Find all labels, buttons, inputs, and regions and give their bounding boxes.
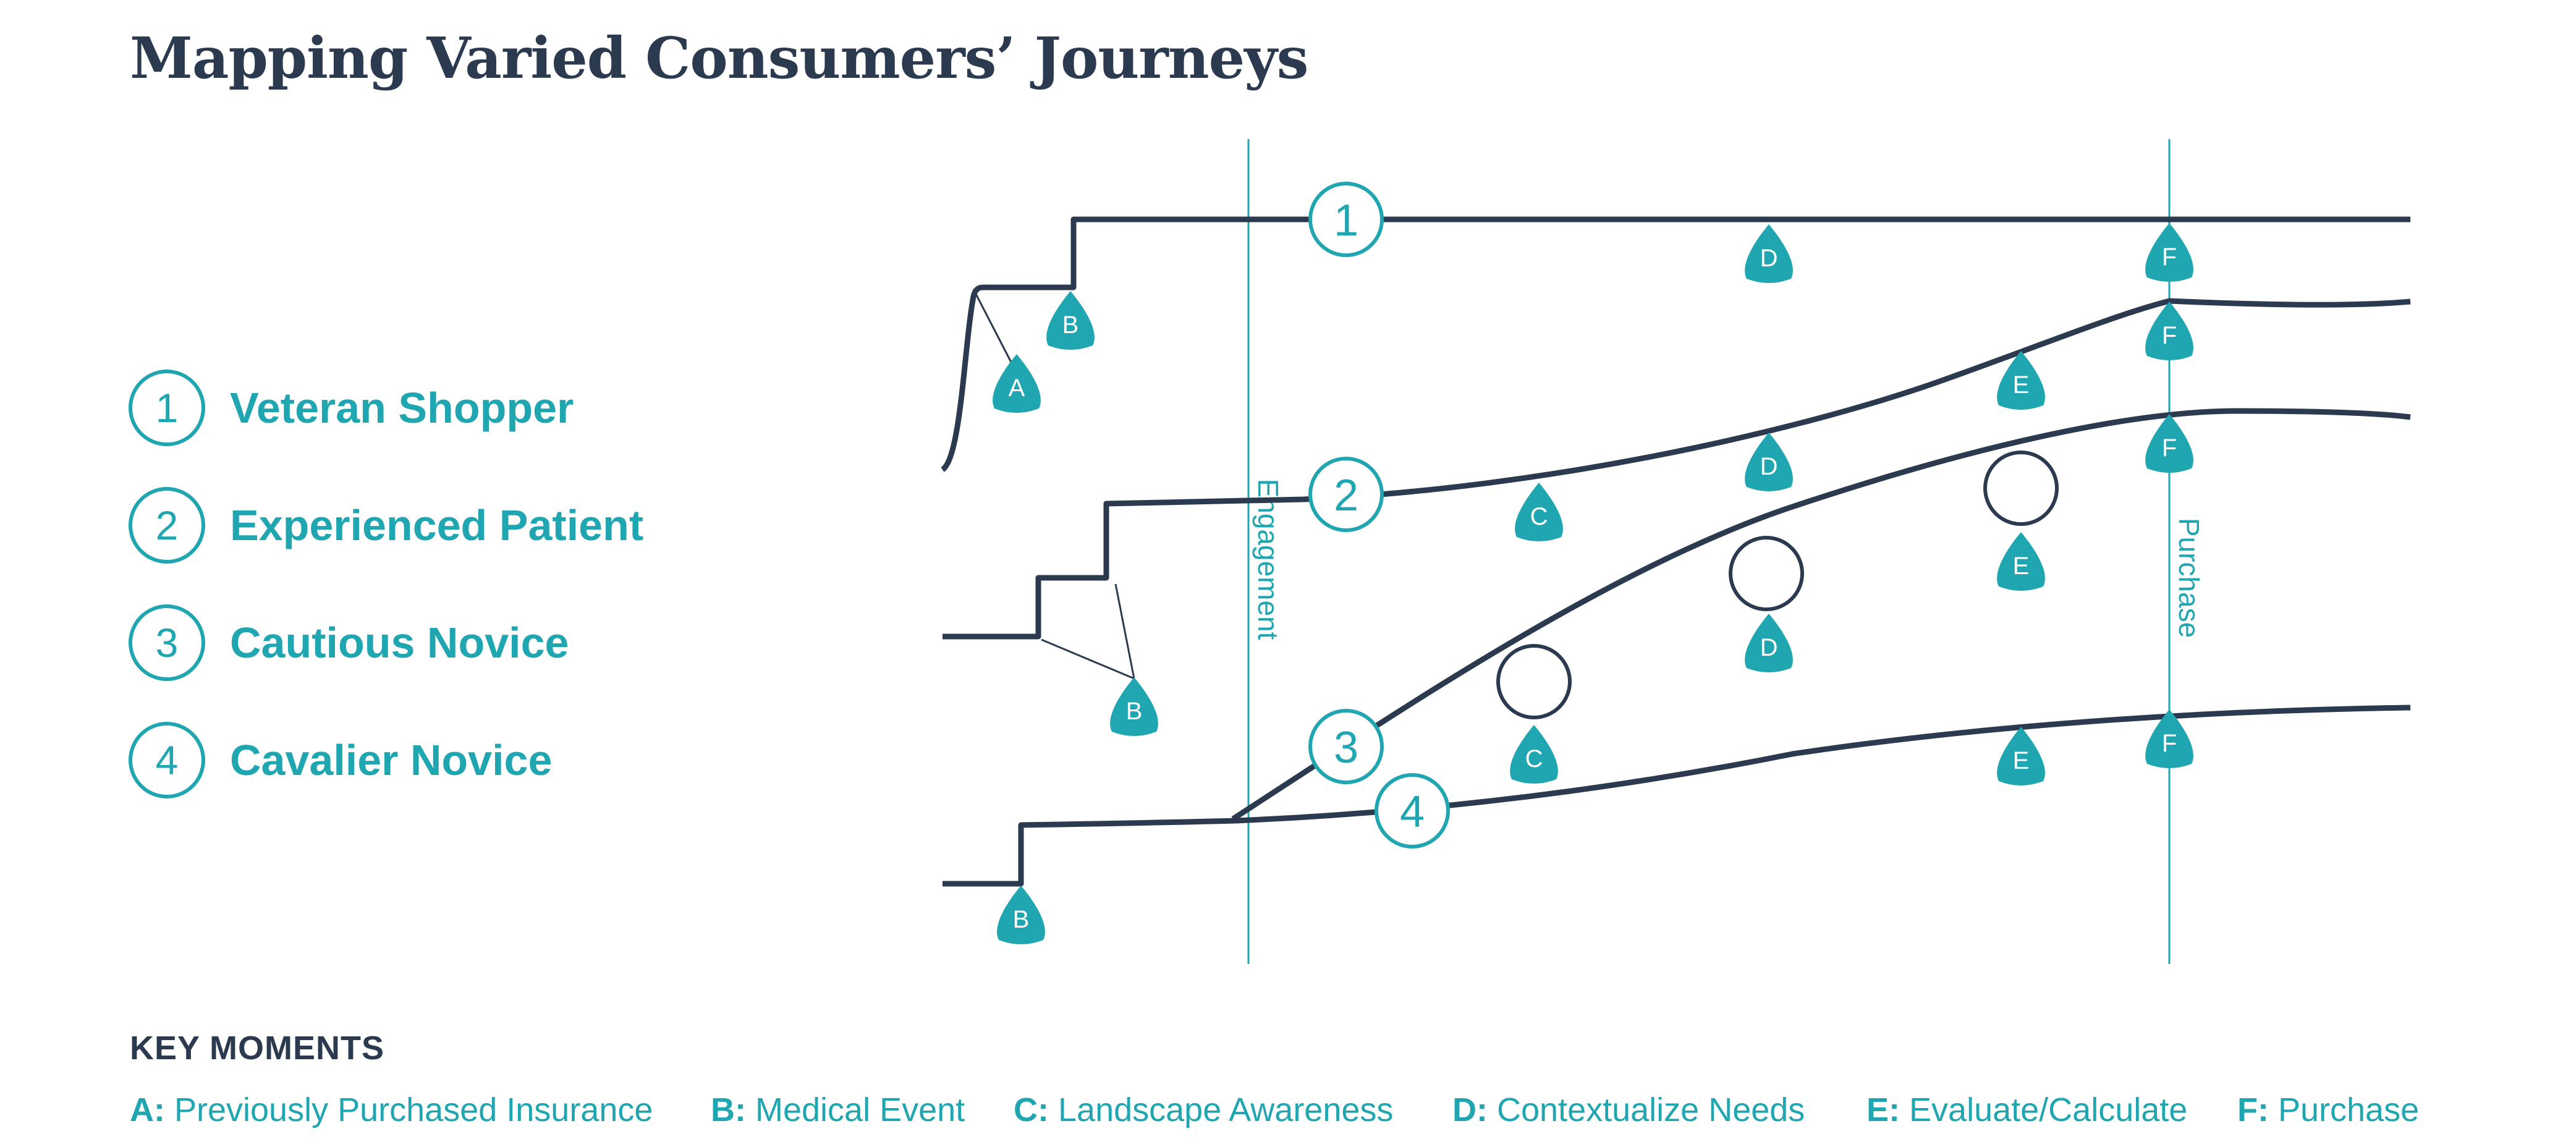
marker-f-path4: F <box>2145 709 2193 768</box>
marker-e-path2: E <box>1997 351 2045 410</box>
legend-number-2: 2 <box>129 487 205 564</box>
key-text-f: Purchase <box>2277 1091 2420 1128</box>
journey-path-2 <box>943 298 2411 640</box>
journey-label-2-text: 2 <box>1334 471 1358 520</box>
key-text-a: Previously Purchased Insurance <box>174 1091 653 1128</box>
consideration-circle-1 <box>1496 644 1572 719</box>
svg-text:F: F <box>2162 243 2177 271</box>
key-letter-d: D: <box>1452 1091 1488 1128</box>
connector-line-a <box>972 289 1013 364</box>
journey-path-1 <box>940 216 2410 472</box>
legend-item-cavalier-novice: 4 Cavalier Novice <box>129 717 552 803</box>
marker-b-path1: B <box>1046 291 1095 350</box>
marker-c-path2: C <box>1515 483 1563 541</box>
key-text-c: Landscape Awareness <box>1058 1091 1394 1128</box>
connector-line-b1 <box>1041 638 1135 680</box>
consideration-circle-2 <box>1729 536 1804 611</box>
journey-path-4 <box>943 705 2411 887</box>
journey-label-1: 1 <box>1308 182 1384 257</box>
key-text-d: Contextualize Needs <box>1497 1091 1805 1128</box>
marker-d-path1: D <box>1745 224 1793 283</box>
svg-text:B: B <box>1062 311 1079 339</box>
legend-item-veteran-shopper: 1 Veteran Shopper <box>129 365 574 451</box>
svg-text:F: F <box>2162 322 2177 349</box>
svg-text:F: F <box>2162 730 2177 757</box>
svg-text:B: B <box>1013 906 1030 933</box>
key-letter-e: E: <box>1866 1091 1900 1128</box>
key-item-f: F: Purchase <box>2237 1091 2419 1129</box>
marker-f-path3: F <box>2145 414 2193 473</box>
svg-text:D: D <box>1760 634 1778 661</box>
engagement-label: Engagement <box>1252 479 1284 640</box>
purchase-label: Purchase <box>2173 518 2205 638</box>
legend-item-experienced-patient: 2 Experienced Patient <box>129 482 643 569</box>
marker-b-path4: B <box>997 886 1045 944</box>
marker-a: A <box>993 354 1041 413</box>
svg-text:E: E <box>2013 747 2030 774</box>
legend-number-4: 4 <box>129 722 205 798</box>
legend-label-1: Veteran Shopper <box>230 384 574 432</box>
journey-path-3 <box>1231 408 2411 821</box>
marker-e-path3: E <box>1997 532 2045 591</box>
connector-line-b2 <box>1114 583 1135 679</box>
legend-number-3: 3 <box>129 604 205 681</box>
journey-label-3: 3 <box>1308 709 1384 784</box>
key-letter-f: F: <box>2237 1091 2269 1128</box>
svg-text:D: D <box>1760 245 1778 272</box>
key-letter-a: A: <box>130 1091 165 1128</box>
key-text-e: Evaluate/Calculate <box>1909 1091 2188 1128</box>
key-item-b: B: Medical Event <box>711 1091 965 1129</box>
legend-item-cautious-novice: 3 Cautious Novice <box>129 599 569 686</box>
marker-d-path2: D <box>1745 433 1793 491</box>
key-item-c: C: Landscape Awareness <box>1014 1091 1393 1129</box>
marker-b-path2: B <box>1110 677 1158 736</box>
journey-label-4: 4 <box>1375 773 1450 849</box>
journey-label-3-text: 3 <box>1334 723 1358 772</box>
marker-c-path3: C <box>1510 725 1558 784</box>
page-title: Mapping Varied Consumers’ Journeys <box>130 25 1308 91</box>
key-letter-b: B: <box>711 1091 746 1128</box>
key-moments-title: KEY MOMENTS <box>130 1030 385 1067</box>
svg-text:D: D <box>1760 453 1778 480</box>
svg-text:B: B <box>1126 698 1143 725</box>
legend-number-1: 1 <box>129 370 205 446</box>
journey-label-4-text: 4 <box>1400 787 1425 837</box>
legend-label-3: Cautious Novice <box>230 619 569 667</box>
svg-text:C: C <box>1530 503 1548 530</box>
key-item-d: D: Contextualize Needs <box>1452 1091 1805 1129</box>
marker-d-path3: D <box>1745 614 1793 672</box>
key-text-b: Medical Event <box>755 1091 965 1128</box>
svg-text:C: C <box>1525 745 1543 772</box>
marker-f-path1: F <box>2145 223 2193 282</box>
journey-label-1-text: 1 <box>1334 196 1358 245</box>
marker-f-path2: F <box>2145 302 2193 360</box>
svg-text:E: E <box>2013 552 2030 580</box>
key-item-e: E: Evaluate/Calculate <box>1866 1091 2187 1129</box>
svg-text:A: A <box>1009 375 1025 402</box>
key-item-a: A: Previously Purchased Insurance <box>130 1091 653 1129</box>
svg-text:F: F <box>2162 434 2177 462</box>
marker-e-path4: E <box>1997 727 2045 785</box>
svg-text:E: E <box>2013 371 2030 399</box>
legend-label-4: Cavalier Novice <box>230 736 553 784</box>
journey-label-2: 2 <box>1308 457 1384 532</box>
consideration-circle-3 <box>1983 451 2059 526</box>
legend-label-2: Experienced Patient <box>230 501 644 549</box>
key-letter-c: C: <box>1014 1091 1049 1128</box>
